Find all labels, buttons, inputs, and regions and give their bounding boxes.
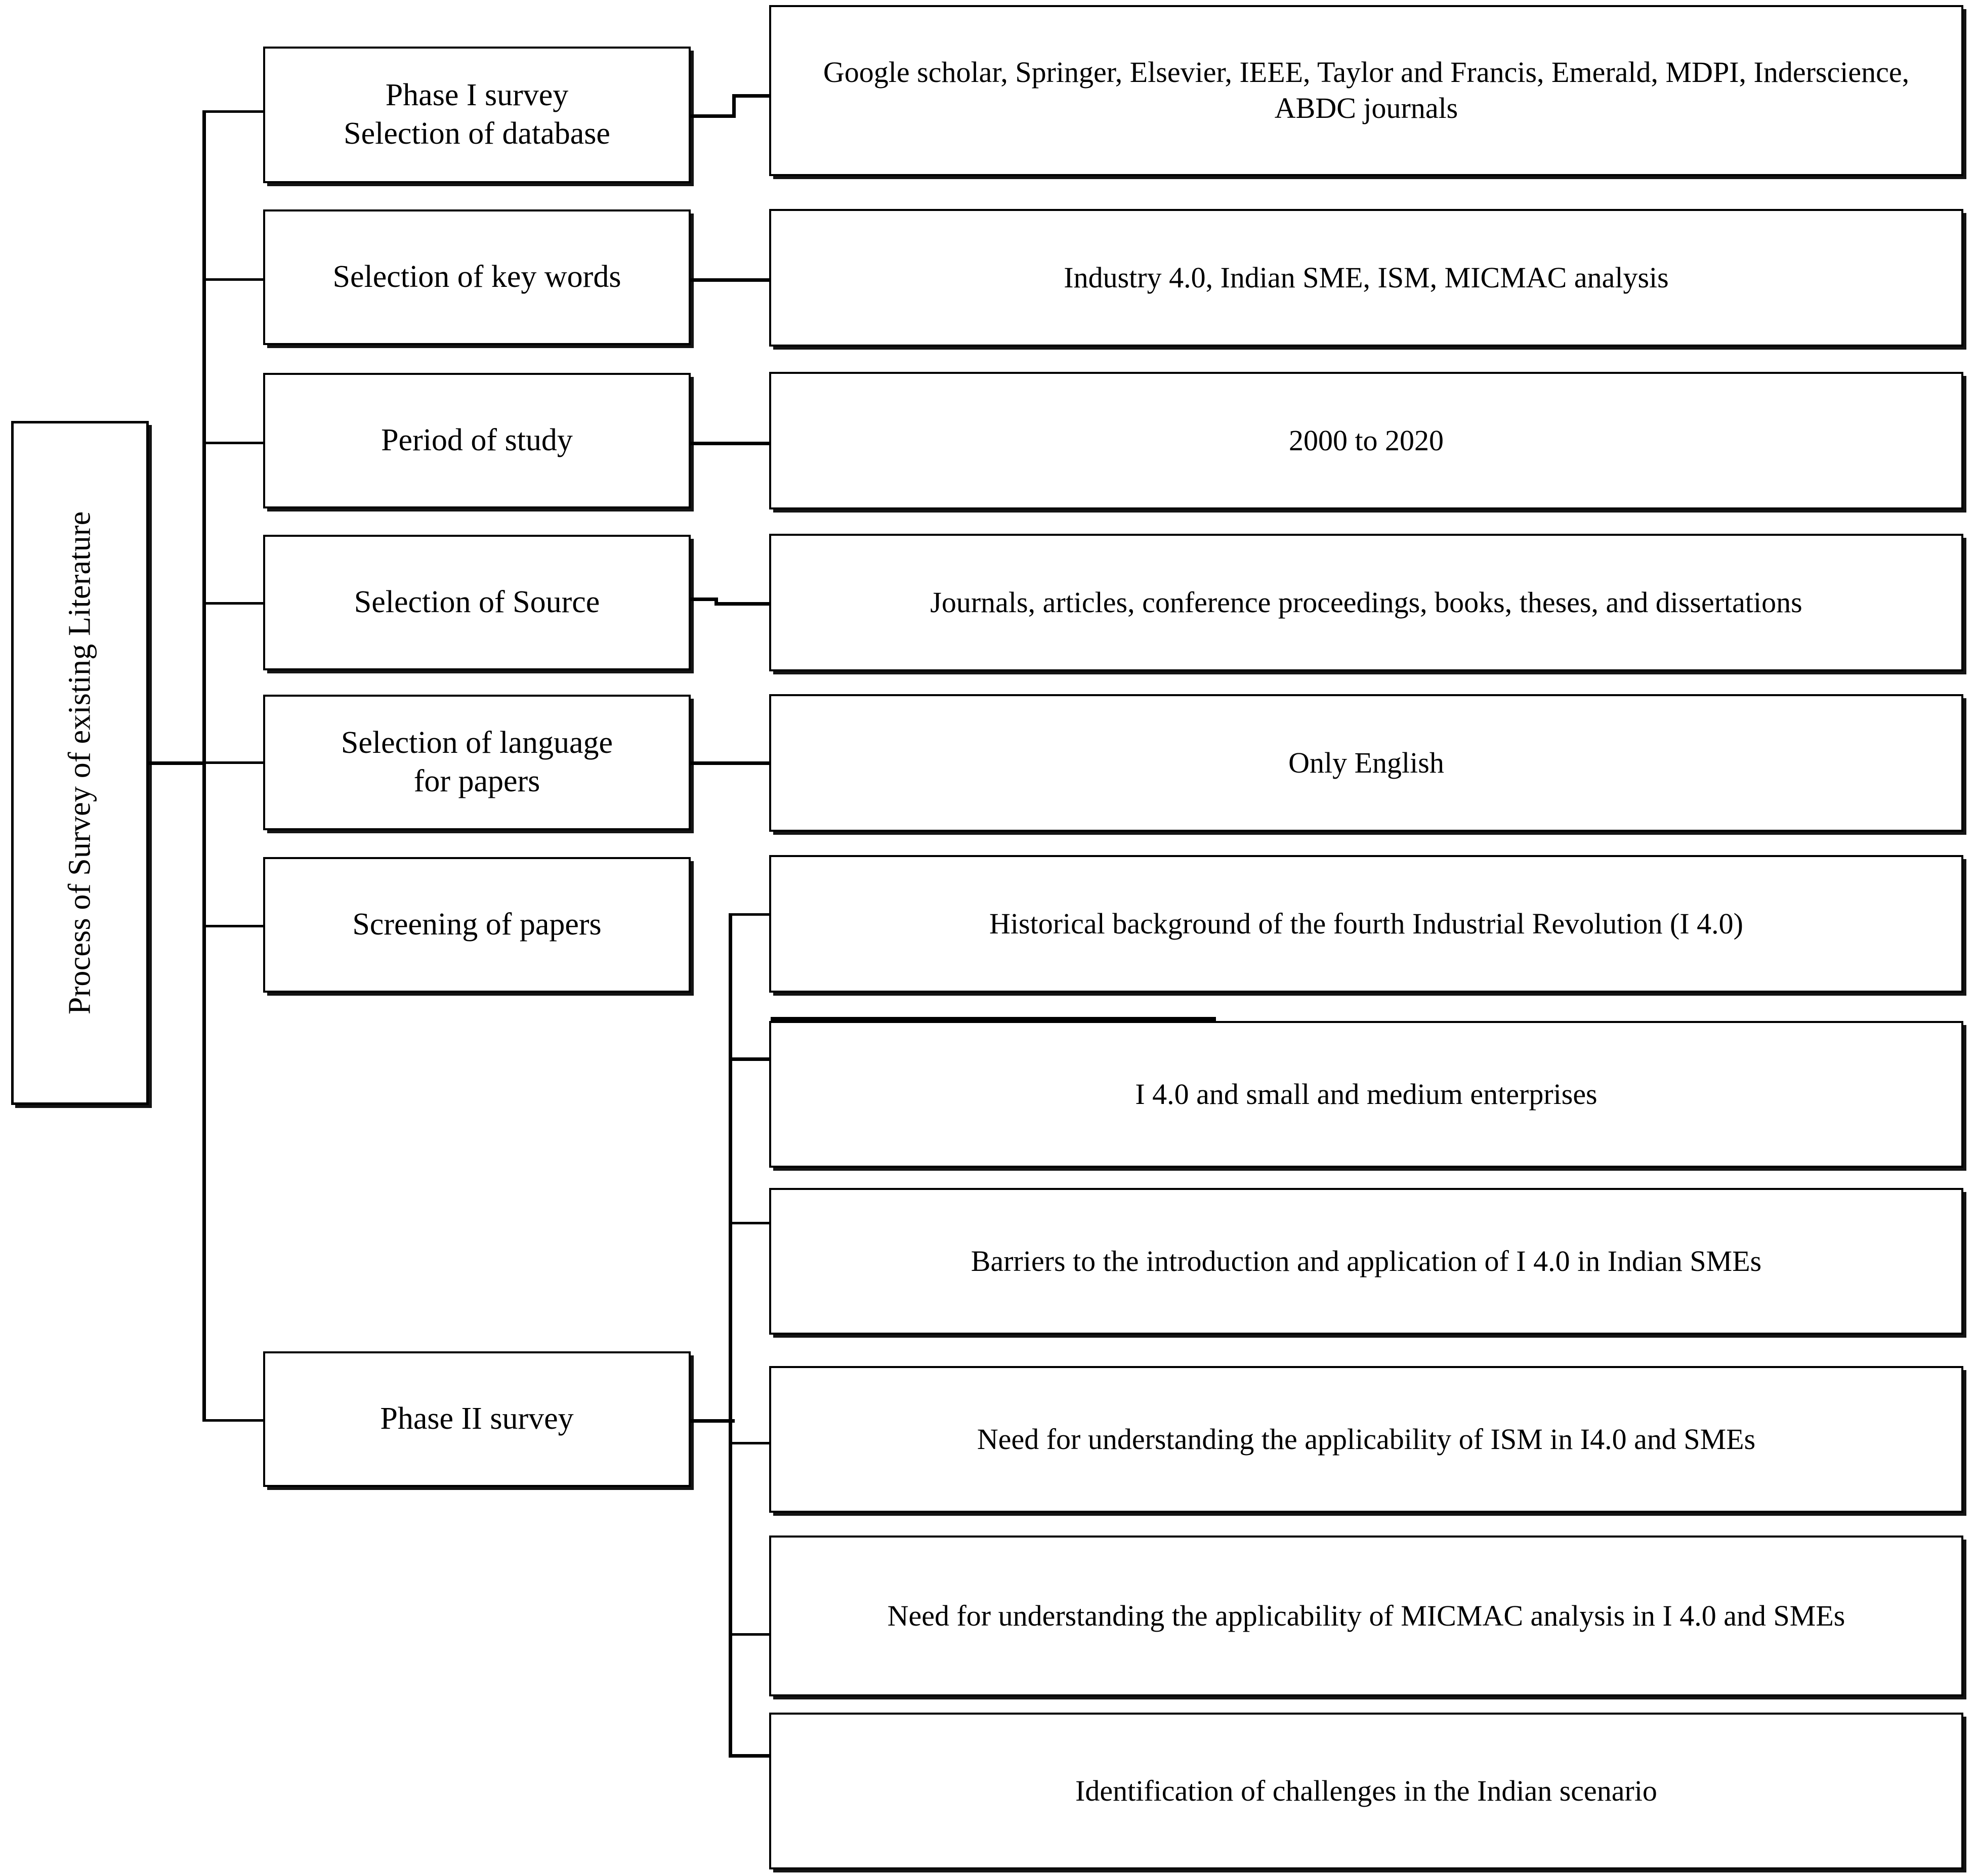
stage-box-phase-1-survey[interactable]: Phase I survey Selection of database: [263, 47, 691, 183]
stage-box-selection-of-keywords[interactable]: Selection of key words: [263, 209, 691, 345]
branch-line-challenges: [729, 1754, 774, 1758]
detail-text-historical-background: Historical background of the fourth Indu…: [989, 907, 1743, 940]
detail-box-sources[interactable]: Journals, articles, conference proceedin…: [769, 534, 1963, 671]
detail-text-micmac-applicability: Need for understanding the applicability…: [887, 1599, 1845, 1632]
stage-box-screening-of-papers[interactable]: Screening of papers: [263, 857, 691, 993]
detail-text-period: 2000 to 2020: [1288, 423, 1444, 457]
main-spine-line: [202, 110, 206, 1421]
detail-text-i40-and-smes: I 4.0 and small and medium enterprises: [1135, 1077, 1597, 1111]
branch-line-phase-2: [202, 1419, 265, 1422]
link-source-c: [714, 602, 774, 606]
detail-box-barriers[interactable]: Barriers to the introduction and applica…: [769, 1188, 1963, 1335]
stage-label-screening-of-papers: Screening of papers: [352, 907, 602, 942]
branch-line-period: [202, 442, 265, 444]
detail-text-databases: Google scholar, Springer, Elsevier, IEEE…: [823, 56, 1910, 124]
branch-line-ism: [729, 1442, 774, 1444]
stage-label-period-of-study: Period of study: [381, 423, 573, 458]
stage-label-phase-1-survey: Phase I survey Selection of database: [344, 78, 610, 151]
root-label-text: Process of Survey of existing Literature: [62, 511, 97, 1015]
branch-line-historical: [729, 913, 774, 916]
branch-line-phase-1: [202, 110, 265, 113]
phase2-spine-line: [729, 913, 732, 1756]
detail-text-keywords: Industry 4.0, Indian SME, ISM, MICMAC an…: [1064, 261, 1669, 294]
detail-text-language: Only English: [1288, 746, 1444, 779]
detail-box-i40-and-smes[interactable]: I 4.0 and small and medium enterprises: [769, 1021, 1963, 1168]
detail-box-keywords[interactable]: Industry 4.0, Indian SME, ISM, MICMAC an…: [769, 209, 1963, 347]
stage-box-phase-2-survey[interactable]: Phase II survey: [263, 1351, 691, 1487]
branch-line-language: [202, 761, 265, 764]
root-label-box: Process of Survey of existing Literature: [11, 421, 149, 1105]
detail-box-indian-challenges[interactable]: Identification of challenges in the Indi…: [769, 1713, 1963, 1869]
detail-box-databases[interactable]: Google scholar, Springer, Elsevier, IEEE…: [769, 5, 1963, 176]
link-phase2-to-spine: [689, 1419, 735, 1423]
link-source-a: [689, 598, 717, 601]
stage-label-selection-of-keywords: Selection of key words: [332, 260, 621, 294]
link-source-b: [714, 598, 718, 604]
branch-line-barriers: [729, 1222, 774, 1224]
link-phase1-b: [732, 94, 736, 117]
detail-box-period[interactable]: 2000 to 2020: [769, 372, 1963, 509]
link-phase1-c: [732, 94, 773, 98]
detail-box-micmac-applicability[interactable]: Need for understanding the applicability…: [769, 1536, 1963, 1696]
root-to-spine-line: [147, 761, 205, 765]
detail-text-indian-challenges: Identification of challenges in the Indi…: [1075, 1774, 1657, 1807]
detail-text-barriers: Barriers to the introduction and applica…: [971, 1244, 1762, 1277]
stage-box-period-of-study[interactable]: Period of study: [263, 373, 691, 508]
detail-box-historical-background[interactable]: Historical background of the fourth Indu…: [769, 855, 1963, 993]
link-keywords: [689, 278, 773, 282]
stage-box-selection-of-language[interactable]: Selection of language for papers: [263, 695, 691, 830]
detail-text-ism-applicability: Need for understanding the applicability…: [977, 1422, 1756, 1456]
branch-line-screening: [202, 925, 265, 927]
link-period: [689, 442, 773, 445]
stage-label-phase-2-survey: Phase II survey: [380, 1401, 574, 1436]
link-phase1-a: [689, 114, 736, 118]
stage-label-selection-of-language: Selection of language for papers: [341, 726, 613, 798]
branch-line-source: [202, 602, 265, 605]
detail-box-language[interactable]: Only English: [769, 694, 1963, 832]
link-language: [689, 761, 773, 765]
branch-line-micmac: [729, 1633, 774, 1636]
detail-box-ism-applicability[interactable]: Need for understanding the applicability…: [769, 1366, 1963, 1513]
stage-label-selection-of-source: Selection of Source: [354, 585, 600, 620]
branch-line-i40-smes: [729, 1057, 774, 1061]
stage-box-selection-of-source[interactable]: Selection of Source: [263, 535, 691, 670]
detail-text-sources: Journals, articles, conference proceedin…: [930, 585, 1802, 619]
branch-line-keywords: [202, 278, 265, 281]
scan-artifact-line: [771, 1017, 1216, 1021]
